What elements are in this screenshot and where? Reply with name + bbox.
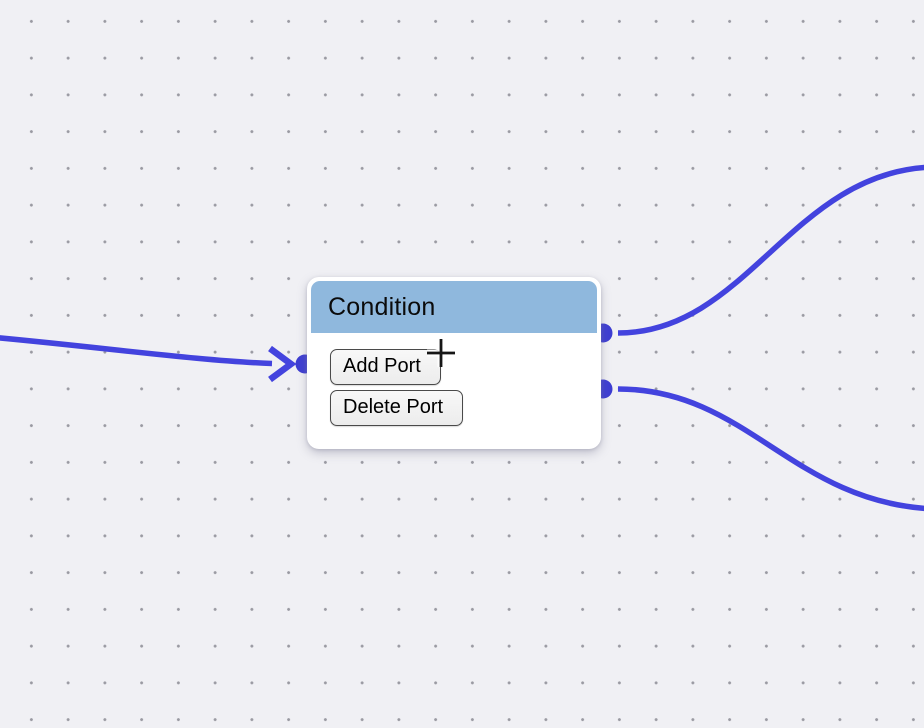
edge-arrowhead-icon — [268, 345, 297, 383]
node-header[interactable]: Condition — [311, 281, 597, 333]
add-port-button[interactable]: Add Port — [330, 349, 441, 385]
edge-outgoing-top[interactable] — [617, 164, 924, 336]
edge-incoming[interactable] — [0, 335, 273, 367]
node-body: Add Port Delete Port — [311, 333, 597, 426]
edge-outgoing-bottom[interactable] — [617, 386, 924, 511]
condition-node[interactable]: Condition Add Port Delete Port — [307, 277, 601, 449]
delete-port-button[interactable]: Delete Port — [330, 390, 464, 426]
node-title: Condition — [328, 292, 436, 321]
